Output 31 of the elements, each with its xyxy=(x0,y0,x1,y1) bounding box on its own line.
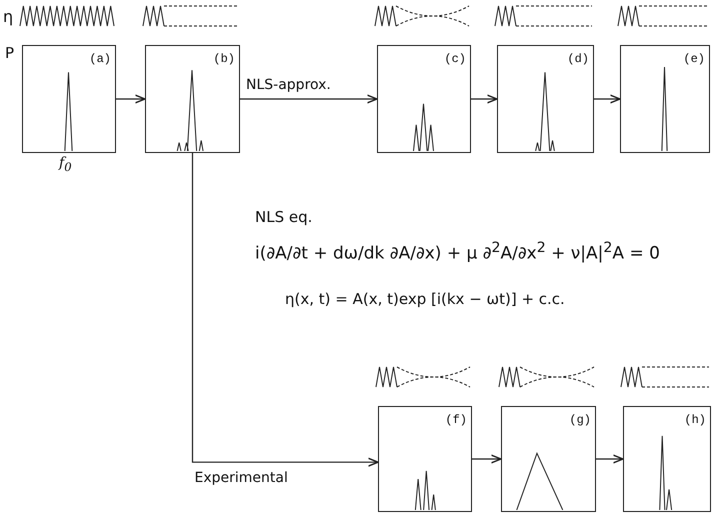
spectrum-panel xyxy=(22,45,116,153)
panel-label: (c) xyxy=(444,52,466,66)
spectrum-panel xyxy=(378,406,472,512)
panel-label: (a) xyxy=(89,52,111,66)
panel-label: (h) xyxy=(684,413,706,427)
arrow xyxy=(471,94,498,104)
arrow xyxy=(596,454,624,464)
arrow xyxy=(240,94,378,104)
frequency-label: f$_{0}$ xyxy=(59,155,72,174)
panel-label: (g) xyxy=(569,413,591,427)
arrow xyxy=(472,454,502,464)
edge-label: NLS-approx. xyxy=(246,77,331,93)
panel-label: (e) xyxy=(683,52,705,66)
equation: i(∂A/∂t + dω/dk ∂A/∂x) + μ ∂$^{2}$A/∂x$^{2}$ + ν|A|$^{2}$A = 0 xyxy=(255,240,660,264)
spectrum-panel xyxy=(497,45,594,153)
spectrum-panel xyxy=(501,406,596,512)
spectrum-panel xyxy=(623,406,711,512)
edge-label: Experimental xyxy=(194,470,288,486)
panel-label: (b) xyxy=(213,52,235,66)
equation-title: NLS eq. xyxy=(255,208,312,226)
arrow xyxy=(594,94,621,104)
panel-label: (d) xyxy=(567,52,589,66)
spectrum-panel xyxy=(377,45,471,153)
axis-label: η xyxy=(3,7,14,26)
arrow xyxy=(116,94,146,104)
equation: η(x, t) = A(x, t)exp [i(kx − ωt)] + c.c. xyxy=(285,290,565,308)
spectrum-panel xyxy=(145,45,240,153)
panel-label: (f) xyxy=(445,413,467,427)
axis-label: P xyxy=(5,44,14,62)
spectrum-panel xyxy=(620,45,710,153)
arrow xyxy=(192,153,379,467)
